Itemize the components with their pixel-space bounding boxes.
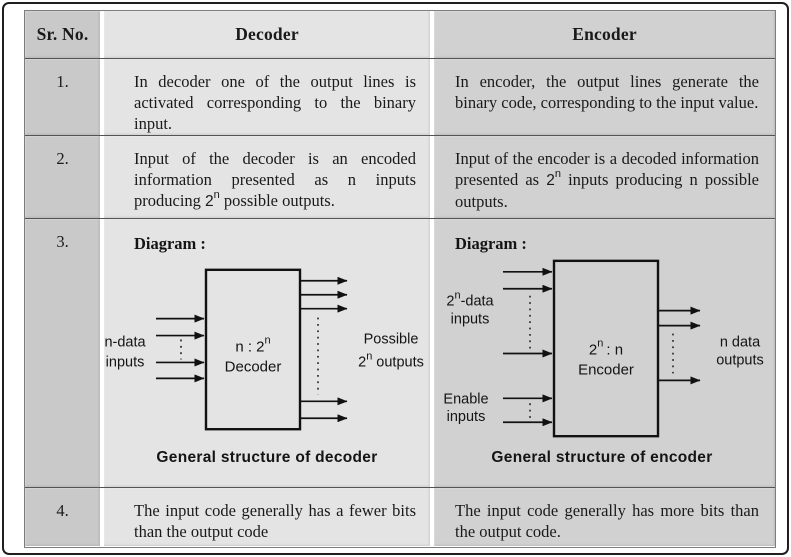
encoder-input-label-line2: inputs [451, 312, 490, 328]
header-decoder-label: Decoder [235, 24, 299, 44]
decoder-output-arrows [300, 276, 348, 423]
column-gap [430, 59, 434, 136]
encoder-box-label-line2: Encoder [578, 361, 634, 378]
decoder-text-2: Input of the decoder is an encoded infor… [134, 149, 416, 211]
decoder-input-label-line1: n-data [104, 335, 146, 351]
encoder-cell-2: Input of the encoder is a decoded inform… [434, 136, 775, 218]
decoder-caption: General structure of decoder [156, 449, 377, 466]
encoder-text-1: In encoder, the output lines generate th… [455, 72, 759, 113]
decoder-text-1: In decoder one of the output lines is ac… [134, 72, 416, 134]
column-gap [100, 488, 104, 546]
encoder-output-arrows [658, 306, 701, 385]
row-number: 1. [25, 59, 100, 136]
column-gap [100, 219, 104, 487]
header-encoder-label: Encoder [572, 24, 637, 44]
decoder-diagram-cell: Diagram : n : 2n Decoder n-data inputs [104, 219, 430, 487]
encoder-input-label-line1: 2n-data [446, 290, 494, 310]
header-encoder: Encoder [434, 11, 775, 58]
decoder-box [204, 268, 302, 431]
column-gap [100, 136, 104, 218]
row-number: 2. [25, 136, 100, 218]
encoder-cell-1: In encoder, the output lines generate th… [434, 59, 775, 136]
header-decoder: Decoder [104, 11, 430, 58]
decoder-output-label-line1: Possible [364, 332, 419, 348]
decoder-text-4: The input code generally has a fewer bit… [134, 501, 416, 542]
decoder-diagram: Diagram : n : 2n Decoder n-data inputs [104, 234, 424, 466]
encoder-diagram: Diagram : 2n: n Encoder 2n-data inputs [443, 234, 764, 466]
encoder-enable-label-line1: Enable [443, 391, 488, 407]
table-row-diagrams: 3. Diagram : n : 2n Decoder [25, 218, 775, 487]
encoder-text-2: Input of the encoder is a decoded inform… [455, 149, 759, 211]
table-row: 2. Input of the decoder is an encoded in… [25, 135, 775, 218]
column-gap [100, 11, 104, 58]
encoder-enable-input-arrows [503, 394, 553, 427]
column-gap [430, 136, 434, 218]
table-header-row: Sr. No. Decoder Encoder [25, 11, 775, 58]
column-gap [430, 11, 434, 58]
encoder-diagram-cell: Diagram : 2n: n Encoder 2n-data inputs [434, 219, 775, 487]
row-number: 3. [25, 219, 100, 487]
header-sr-no-label: Sr. No. [36, 24, 89, 44]
encoder-caption: General structure of encoder [491, 449, 712, 466]
decoder-diagram-heading: Diagram : [134, 234, 206, 253]
encoder-text-4: The input code generally has more bits t… [455, 501, 759, 542]
encoder-box [552, 259, 660, 438]
decoder-input-label-line2: inputs [106, 354, 145, 370]
encoder-enable-label-line2: inputs [447, 409, 486, 425]
column-gap [100, 59, 104, 136]
encoder-diagram-heading: Diagram : [455, 234, 527, 253]
decoder-box-label-line2: Decoder [225, 358, 282, 375]
decoder-cell-1: In decoder one of the output lines is ac… [104, 59, 430, 136]
decoder-cell-4: The input code generally has a fewer bit… [104, 488, 430, 546]
decoder-box-label-line1: n : 2n [235, 335, 270, 356]
column-gap [430, 488, 434, 546]
encoder-cell-4: The input code generally has more bits t… [434, 488, 775, 546]
encoder-output-label-line2: outputs [716, 352, 764, 368]
decoder-encoder-comparison-table: Sr. No. Decoder Encoder 1. In decoder on… [24, 10, 776, 548]
encoder-box-label-line1: 2n: n [589, 338, 623, 359]
header-sr-no: Sr. No. [25, 11, 100, 58]
column-gap [430, 219, 434, 487]
decoder-cell-2: Input of the decoder is an encoded infor… [104, 136, 430, 218]
encoder-data-input-arrows [503, 267, 553, 358]
table-row: 4. The input code generally has a fewer … [25, 487, 775, 546]
encoder-output-label-line1: n data [720, 335, 761, 351]
row-number: 4. [25, 488, 100, 546]
decoder-input-arrows [156, 314, 205, 383]
table-row: 1. In decoder one of the output lines is… [25, 58, 775, 136]
